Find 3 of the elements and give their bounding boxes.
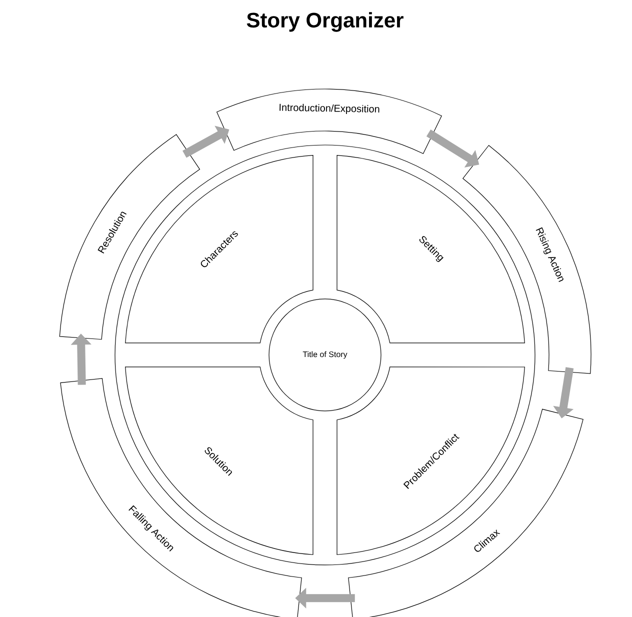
title: Story Organizer [246, 12, 404, 32]
story-stage-band: Rising Action [462, 145, 592, 374]
story-stage-band: Introduction/Exposition [216, 88, 442, 154]
